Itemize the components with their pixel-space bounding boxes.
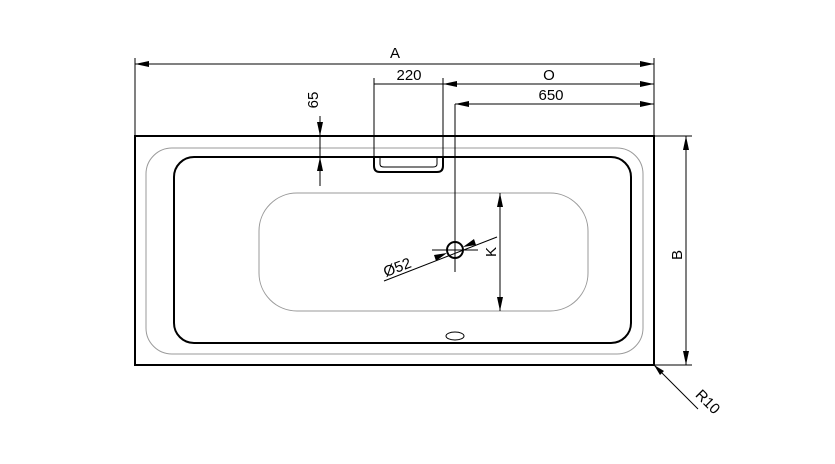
dim-650-arrow-left bbox=[455, 101, 469, 107]
dim-o-label: O bbox=[543, 67, 555, 84]
tub-bottom-flat bbox=[258, 192, 589, 312]
dim-o-arrow-left bbox=[443, 81, 457, 87]
dim-r10-arrow bbox=[654, 365, 664, 375]
dim-650-arrow-right bbox=[640, 101, 654, 107]
dim-k-arrow-top bbox=[497, 193, 503, 207]
overflow-outlet-inner bbox=[379, 157, 438, 168]
dim-k-arrow-bottom bbox=[497, 297, 503, 311]
dim-diameter-arrow-upper bbox=[463, 239, 476, 247]
dim-a-arrow-left bbox=[135, 61, 149, 67]
bottom-outlet bbox=[445, 331, 465, 341]
tub-outer-rim bbox=[134, 135, 655, 366]
tub-outer-bowl-contour bbox=[145, 147, 644, 355]
dim-65-label: 65 bbox=[305, 92, 322, 109]
dim-a-label: A bbox=[390, 45, 400, 62]
tub-inner-bowl bbox=[173, 156, 632, 344]
dim-65-arrow-bottom bbox=[317, 157, 323, 171]
dim-650-label: 650 bbox=[538, 87, 563, 104]
dim-b-arrow-top bbox=[683, 136, 689, 150]
dim-diameter-arrow-lower bbox=[434, 253, 447, 261]
dim-k-label: K bbox=[483, 247, 500, 257]
dim-b-label: B bbox=[669, 250, 686, 260]
dim-220-label: 220 bbox=[396, 67, 421, 84]
dim-65-arrow-top bbox=[317, 122, 323, 136]
dim-r10-label: R10 bbox=[692, 386, 723, 417]
dim-o-arrow-right bbox=[640, 81, 654, 87]
overflow-outlet bbox=[373, 156, 444, 173]
dim-diameter-label: Ø52 bbox=[381, 255, 414, 281]
dim-b-arrow-bottom bbox=[683, 351, 689, 365]
dim-a-arrow-right bbox=[640, 61, 654, 67]
dim-diameter-leader bbox=[383, 236, 498, 282]
